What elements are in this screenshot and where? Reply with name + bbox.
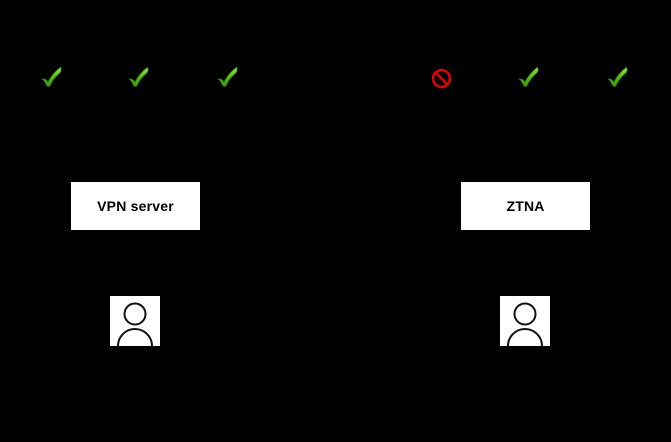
check-icon xyxy=(605,63,629,89)
person-icon xyxy=(507,302,543,346)
check-icon xyxy=(126,63,150,89)
check-icon xyxy=(516,63,540,89)
vpn-server-label: VPN server xyxy=(97,198,174,214)
ztna-label: ZTNA xyxy=(506,198,545,214)
check-icon xyxy=(215,63,239,89)
check-icon xyxy=(39,63,63,89)
ztna-box: ZTNA xyxy=(461,182,590,230)
vpn-server-box: VPN server xyxy=(71,182,200,230)
person-icon xyxy=(117,302,153,346)
vpn-user-tile xyxy=(110,296,160,346)
ztna-user-tile xyxy=(500,296,550,346)
prohibition-icon xyxy=(429,65,453,91)
